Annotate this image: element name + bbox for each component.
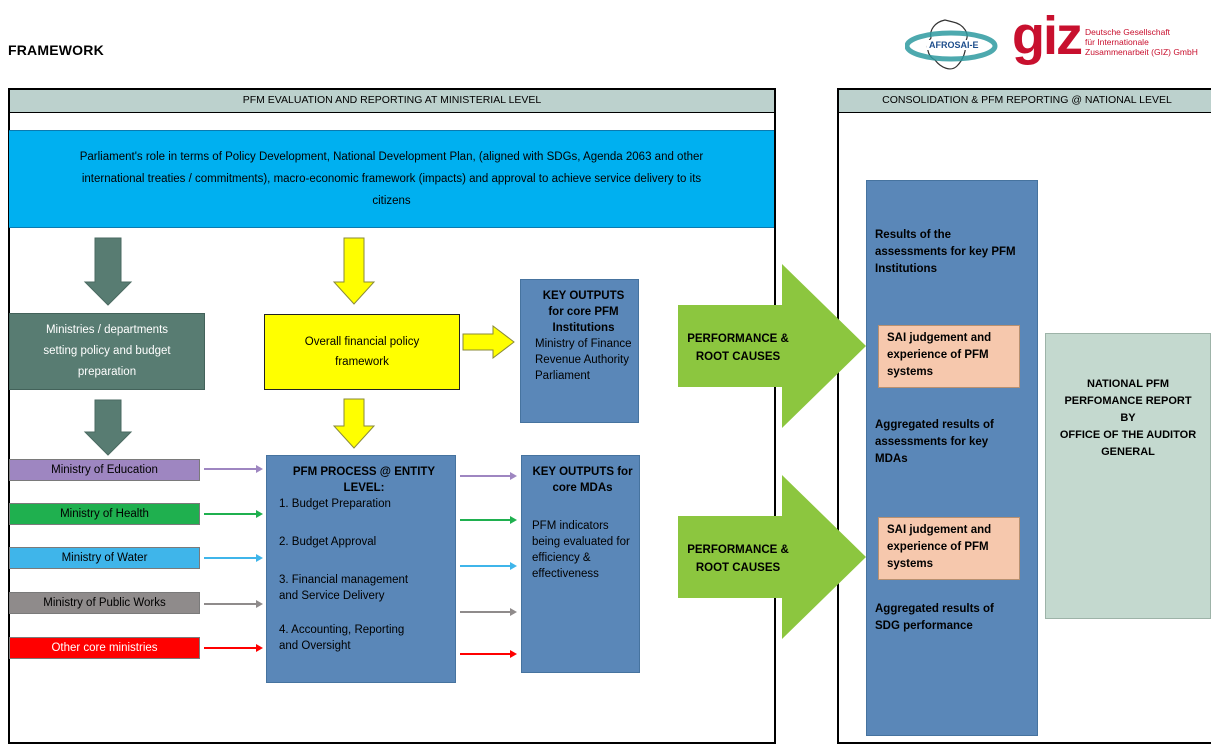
results-pfm-text: Results of the assessments for key PFM I… (875, 227, 1016, 278)
performance-line: ROOT CAUSES (695, 562, 781, 574)
parliament-line: citizens (372, 195, 411, 207)
giz-text-line: für Internationale (1085, 37, 1149, 47)
heading-line: KEY OUTPUTS (542, 290, 625, 302)
left-panel-header: PFM EVALUATION AND REPORTING AT MINISTER… (10, 90, 774, 113)
parliament-box: Parliament's role in terms of Policy Dev… (9, 130, 774, 228)
body-line: efficiency & (532, 552, 591, 564)
ministry-public-works: Ministry of Public Works (9, 592, 200, 614)
right-panel: CONSOLIDATION & PFM REPORTING @ NATIONAL… (837, 88, 1211, 744)
report-line: OFFICE OF THE AUDITOR (1059, 429, 1197, 441)
policy-line: Overall financial policy (304, 336, 420, 348)
performance-label: PERFORMANCE & ROOT CAUSES (683, 541, 793, 577)
sai-line: systems (887, 558, 934, 570)
national-report-box: NATIONAL PFM PERFOMANCE REPORT BY OFFICE… (1045, 333, 1211, 619)
performance-line: ROOT CAUSES (695, 351, 781, 363)
key-outputs-pfm-box: KEY OUTPUTS for core PFM Institutions Mi… (520, 279, 639, 423)
pfm-step: 4. Accounting, Reporting (279, 624, 405, 636)
aggregated-mda-text: Aggregated results of assessments for ke… (875, 417, 994, 468)
giz-text: Deutsche Gesellschaft für Internationale… (1085, 27, 1198, 57)
pfm-process-box: PFM PROCESS @ ENTITY LEVEL: 1. Budget Pr… (266, 455, 456, 683)
performance-line: PERFORMANCE & (687, 544, 789, 556)
ministries-line: setting policy and budget (43, 345, 171, 357)
results-line: Aggregated results of (875, 419, 994, 431)
heading-line: KEY OUTPUTS for (532, 466, 633, 478)
down-arrow-yellow (332, 237, 376, 305)
heading-line: PFM PROCESS @ ENTITY (292, 466, 436, 478)
down-arrow-yellow (332, 398, 376, 449)
policy-framework-box: Overall financial policy framework (264, 314, 460, 390)
parliament-line: Parliament's role in terms of Policy Dev… (79, 151, 704, 163)
pfm-process-heading: PFM PROCESS @ ENTITY LEVEL: (279, 464, 449, 496)
afrosai-label: AFROSAI-E (927, 40, 981, 50)
results-line: MDAs (875, 453, 908, 465)
ministry-education: Ministry of Education (9, 459, 200, 481)
performance-line: PERFORMANCE & (687, 333, 789, 345)
giz-logo: giz (1012, 6, 1083, 66)
key-outputs-mda-body: PFM indicators being evaluated for effic… (532, 518, 633, 582)
sai-line: SAI judgement and (887, 332, 992, 344)
giz-text-line: Deutsche Gesellschaft (1085, 27, 1171, 37)
body-line: PFM indicators (532, 520, 609, 532)
results-line: SDG performance (875, 620, 973, 632)
heading-line: for core PFM (548, 306, 619, 318)
pfm-step: and Service Delivery (279, 590, 385, 602)
sai-line: systems (887, 366, 934, 378)
key-outputs-pfm-item: Revenue Authority (535, 354, 629, 366)
ministries-line: Ministries / departments (45, 324, 169, 336)
body-line: being evaluated for (532, 536, 630, 548)
pfm-step: 2. Budget Approval (279, 536, 377, 548)
ministries-line: preparation (77, 366, 137, 378)
results-line: assessments for key PFM (875, 246, 1016, 258)
page-title: FRAMEWORK (8, 42, 104, 58)
aggregated-sdg-text: Aggregated results of SDG performance (875, 601, 994, 635)
process-connectors (460, 472, 517, 658)
right-arrow-big-green (678, 475, 866, 639)
right-panel-header: CONSOLIDATION & PFM REPORTING @ NATIONAL… (839, 90, 1211, 113)
report-line: PERFOMANCE REPORT (1064, 395, 1192, 407)
national-results-column: Results of the assessments for key PFM I… (866, 180, 1038, 736)
pfm-step: 1. Budget Preparation (279, 498, 391, 510)
sai-line: experience of PFM (887, 349, 989, 361)
afrosai-logo: AFROSAI-E (905, 16, 1005, 76)
sai-line: SAI judgement and (887, 524, 992, 536)
heading-line: Institutions (552, 322, 615, 334)
results-line: assessments for key (875, 436, 989, 448)
giz-text-line: Zusammenarbeit (GIZ) GmbH (1085, 47, 1198, 57)
right-arrow-yellow (462, 324, 515, 360)
heading-line: core MDAs (552, 482, 613, 494)
key-outputs-pfm-item: Ministry of Finance (535, 338, 632, 350)
ministry-health: Ministry of Health (9, 503, 200, 525)
policy-line: framework (335, 356, 389, 368)
key-outputs-pfm-heading: KEY OUTPUTS for core PFM Institutions (535, 288, 632, 336)
key-outputs-mda-box: KEY OUTPUTS for core MDAs PFM indicators… (521, 455, 640, 673)
ministry-other: Other core ministries (9, 637, 200, 659)
report-line: GENERAL (1101, 446, 1155, 458)
pfm-step: and Oversight (279, 640, 351, 652)
pfm-step: 3. Financial management (279, 574, 409, 586)
body-line: effectiveness (532, 568, 599, 580)
heading-line: LEVEL: (343, 482, 385, 494)
sai-judgement-box: SAI judgement and experience of PFM syst… (878, 517, 1020, 580)
results-line: Results of the (875, 229, 952, 241)
parliament-line: international treaties / commitments), m… (81, 173, 702, 185)
results-line: Aggregated results of (875, 603, 994, 615)
report-line: BY (1120, 412, 1136, 424)
performance-label: PERFORMANCE & ROOT CAUSES (683, 330, 793, 366)
results-line: Institutions (875, 263, 937, 275)
key-outputs-pfm-item: Parliament (535, 370, 590, 382)
down-arrow-green (83, 399, 133, 456)
ministry-water: Ministry of Water (9, 547, 200, 569)
sai-line: experience of PFM (887, 541, 989, 553)
key-outputs-mda-heading: KEY OUTPUTS for core MDAs (532, 464, 633, 496)
report-line: NATIONAL PFM (1086, 378, 1170, 390)
right-arrow-big-green (678, 264, 866, 428)
sai-judgement-box: SAI judgement and experience of PFM syst… (878, 325, 1020, 388)
ministry-connectors (204, 465, 263, 652)
ministries-box: Ministries / departments setting policy … (9, 313, 205, 390)
down-arrow-green (83, 237, 133, 306)
